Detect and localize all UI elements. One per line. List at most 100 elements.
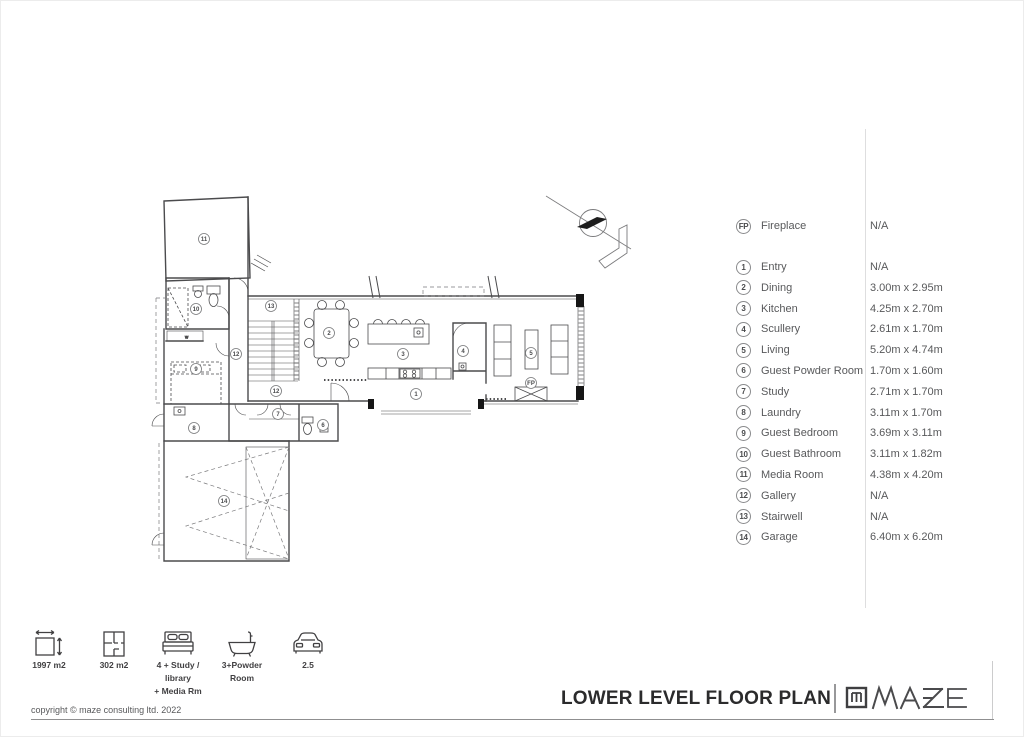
legend-room-dimensions: 4.25m x 2.70m — [870, 302, 943, 315]
legend-number-badge: 5 — [736, 342, 751, 358]
stat-item: 2.5 — [265, 629, 351, 672]
page-title: LOWER LEVEL FLOOR PLAN — [561, 688, 832, 709]
stat-label: 3+Powder — [221, 660, 263, 670]
stairs — [248, 320, 298, 382]
legend-number-badge: 6 — [736, 363, 751, 379]
legend-number-badge: FP — [736, 218, 751, 234]
legend-room-dimensions: 5.20m x 4.74m — [870, 344, 943, 357]
room-marker-number: 12 — [273, 389, 280, 395]
room-marker — [190, 363, 202, 375]
room-marker-number: 13 — [268, 304, 275, 310]
legend-room-label: Entry — [761, 261, 787, 273]
legend-number-badge: 9 — [736, 425, 751, 441]
legend-number-badge: 14 — [736, 529, 751, 545]
room-marker — [265, 300, 277, 312]
legend-row: 2 Dining 3.00m x 2.95m — [736, 280, 1001, 296]
legend-room-label: Guest Powder Room — [761, 364, 864, 377]
legend-room-label: Gallery — [761, 489, 796, 502]
titleblock-right-rule — [992, 661, 993, 719]
stat-label: Room — [229, 673, 255, 683]
room-marker-number: 11 — [201, 237, 208, 243]
legend-number-badge: 8 — [736, 405, 751, 421]
garage-dashed-lines — [158, 443, 290, 560]
legend-room-label: Dining — [761, 281, 793, 294]
maze-logo-icon — [845, 684, 967, 710]
legend-room-label: Guest Bathroom — [761, 448, 842, 461]
room-marker-number: 8 — [192, 426, 196, 432]
dining-set — [304, 300, 359, 367]
door-arcs — [151, 277, 470, 546]
window-wall-hatch — [578, 307, 584, 385]
room-marker-number: 1 — [414, 392, 418, 398]
legend-room-dimensions: 2.61m x 1.70m — [870, 323, 943, 336]
room-marker — [188, 422, 200, 434]
room-marker-number: 14 — [221, 499, 228, 505]
room-marker — [218, 495, 230, 507]
bathroom-fixtures — [167, 285, 221, 328]
legend-room-dimensions: 6.40m x 6.20m — [870, 531, 943, 544]
kitchen-counter — [367, 362, 467, 380]
legend-room-dimensions: N/A — [870, 510, 889, 523]
floorplan-icon — [71, 629, 157, 659]
room-marker — [525, 377, 537, 389]
legend-number-badge: 7 — [736, 384, 751, 400]
legend-number-badge: 11 — [736, 467, 751, 483]
room-marker-number: 7 — [276, 412, 280, 418]
legend-room-label: Study — [761, 385, 790, 398]
room-marker-number: 12 — [233, 352, 240, 358]
title-divider — [834, 684, 836, 713]
legend-number-badge: 2 — [736, 280, 751, 296]
stat-label: 2.5 — [302, 660, 314, 670]
room-marker — [272, 408, 284, 420]
legend-room-dimensions: 3.11m x 1.70m — [870, 406, 942, 419]
room-marker — [317, 419, 329, 431]
stat-label: 1997 m2 — [32, 660, 66, 670]
room-marker — [270, 385, 282, 397]
legend-room-label: Stairwell — [761, 510, 803, 523]
legend-row: FP Fireplace N/A — [736, 218, 1001, 234]
legend-room-dimensions: N/A — [870, 220, 889, 232]
room-marker — [190, 303, 202, 315]
stat-label: 302 m2 — [99, 660, 129, 670]
room-marker-number: 6 — [321, 423, 325, 429]
legend-room-dimensions: 4.38m x 4.20m — [870, 468, 943, 481]
legend-room-label: Garage — [761, 531, 798, 544]
stat-label: library — [165, 673, 191, 683]
legend-number-badge: 1 — [736, 259, 751, 275]
stat-label: 4 + Study / — [156, 660, 200, 670]
bath-icon — [199, 629, 285, 659]
solid-wall-segments — [368, 294, 584, 409]
bed-icon — [135, 629, 221, 659]
legend-row: 14 Garage 6.40m x 6.20m — [736, 529, 1001, 545]
room-marker — [323, 327, 335, 339]
legend-room-label: Media Room — [761, 468, 824, 481]
stat-item: 302 m2 — [71, 629, 157, 672]
stat-label: + Media Rm — [154, 686, 202, 696]
area-icon — [6, 629, 92, 659]
laundry-powder-fixtures: w — [173, 334, 329, 435]
legend-room-label: Fireplace — [761, 220, 807, 232]
room-marker — [457, 345, 469, 357]
room-marker-number: 10 — [193, 307, 200, 313]
room-marker-number: FP — [527, 381, 535, 387]
living-furniture — [493, 324, 569, 377]
bottom-rule — [31, 719, 994, 720]
room-marker — [230, 348, 242, 360]
legend-room-dimensions: 3.00m x 2.95m — [870, 281, 943, 294]
legend-row: 5 Living 5.20m x 4.74m — [736, 342, 1001, 358]
legend-room-label: Living — [761, 344, 790, 357]
room-marker — [410, 388, 422, 400]
fireplace-symbol — [514, 386, 548, 402]
stat-item: 1997 m2 — [6, 629, 92, 672]
